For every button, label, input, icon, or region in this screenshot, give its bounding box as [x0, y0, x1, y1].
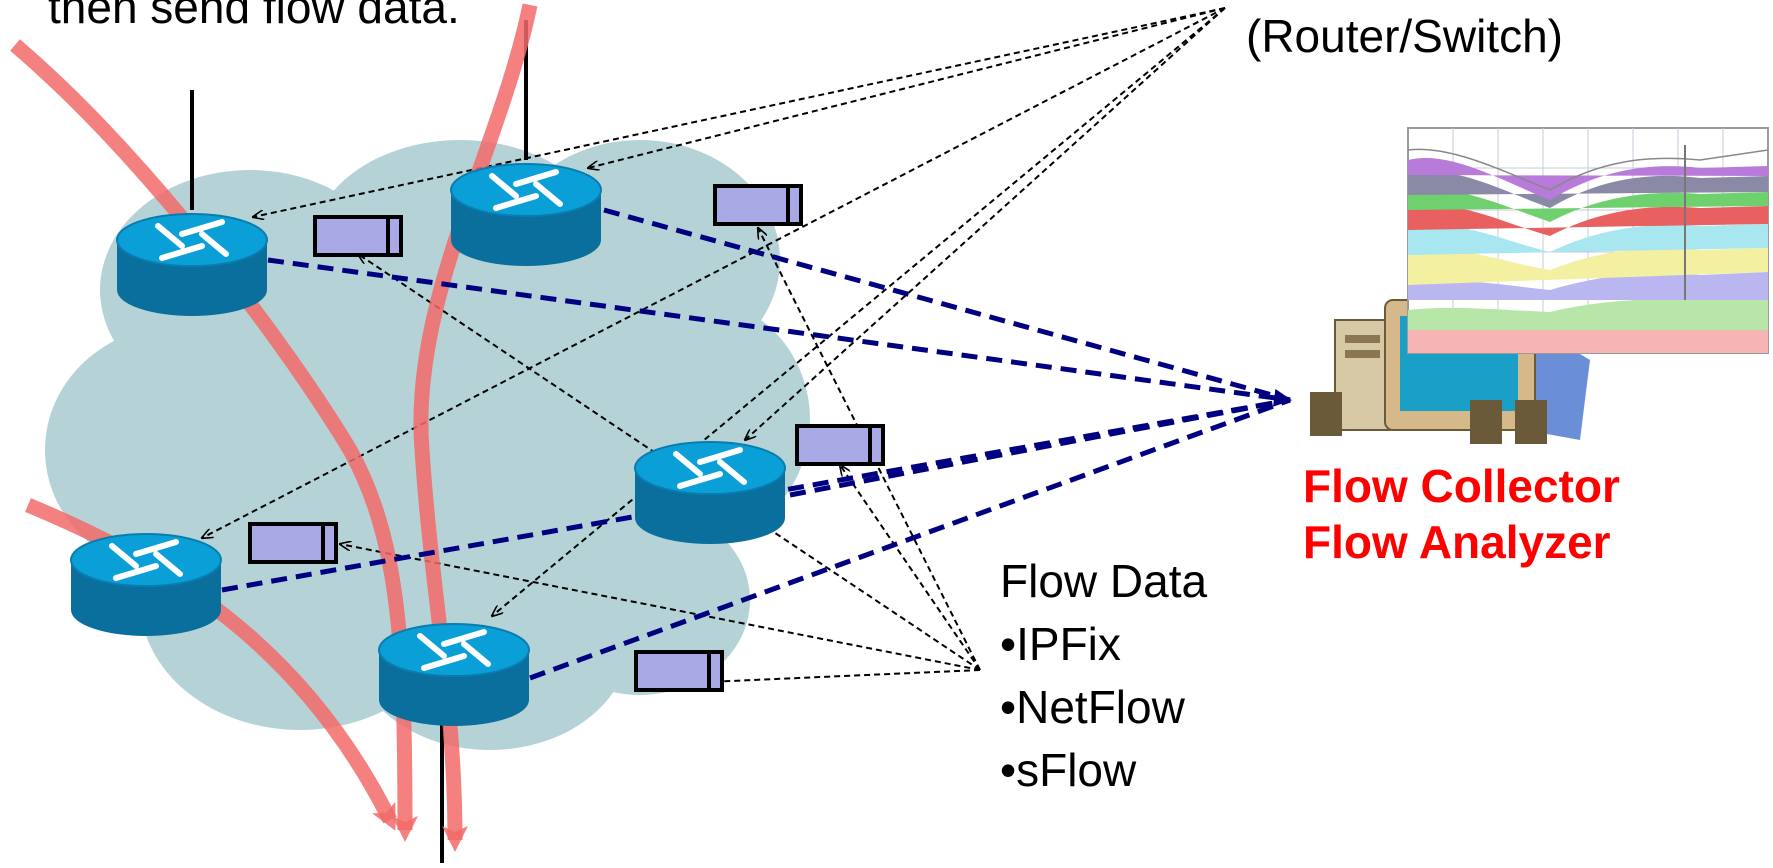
router: [450, 163, 602, 266]
flow-data-item-ipfix: •IPFix: [1000, 618, 1121, 670]
top-right-caption: (Router/Switch): [1246, 10, 1563, 62]
routers: [70, 163, 786, 726]
flow-data-list: Flow Data •IPFix •NetFlow •sFlow: [1000, 550, 1207, 802]
flow-data-item-sflow: •sFlow: [1000, 744, 1137, 796]
flow-data-item-netflow: •NetFlow: [1000, 681, 1185, 733]
collector-label-line1: Flow Collector: [1303, 460, 1620, 512]
export-lines: [221, 207, 1292, 681]
collector-label: Flow Collector Flow Analyzer: [1303, 458, 1620, 570]
router: [634, 441, 786, 544]
flow-record: [313, 215, 403, 257]
router-pointer-lines: [202, 7, 1226, 616]
top-left-caption: then send flow data.: [48, 0, 460, 33]
collector-label-line2: Flow Analyzer: [1303, 516, 1611, 568]
router: [70, 533, 222, 636]
flow-records: [248, 184, 885, 692]
flow-data-heading: Flow Data: [1000, 555, 1208, 607]
flow-record: [713, 184, 803, 226]
traffic-graph-image: [1407, 127, 1769, 354]
router: [378, 623, 530, 726]
flow-record: [634, 650, 724, 692]
flow-record: [795, 424, 885, 466]
router: [116, 213, 268, 316]
flow-record: [248, 522, 338, 564]
